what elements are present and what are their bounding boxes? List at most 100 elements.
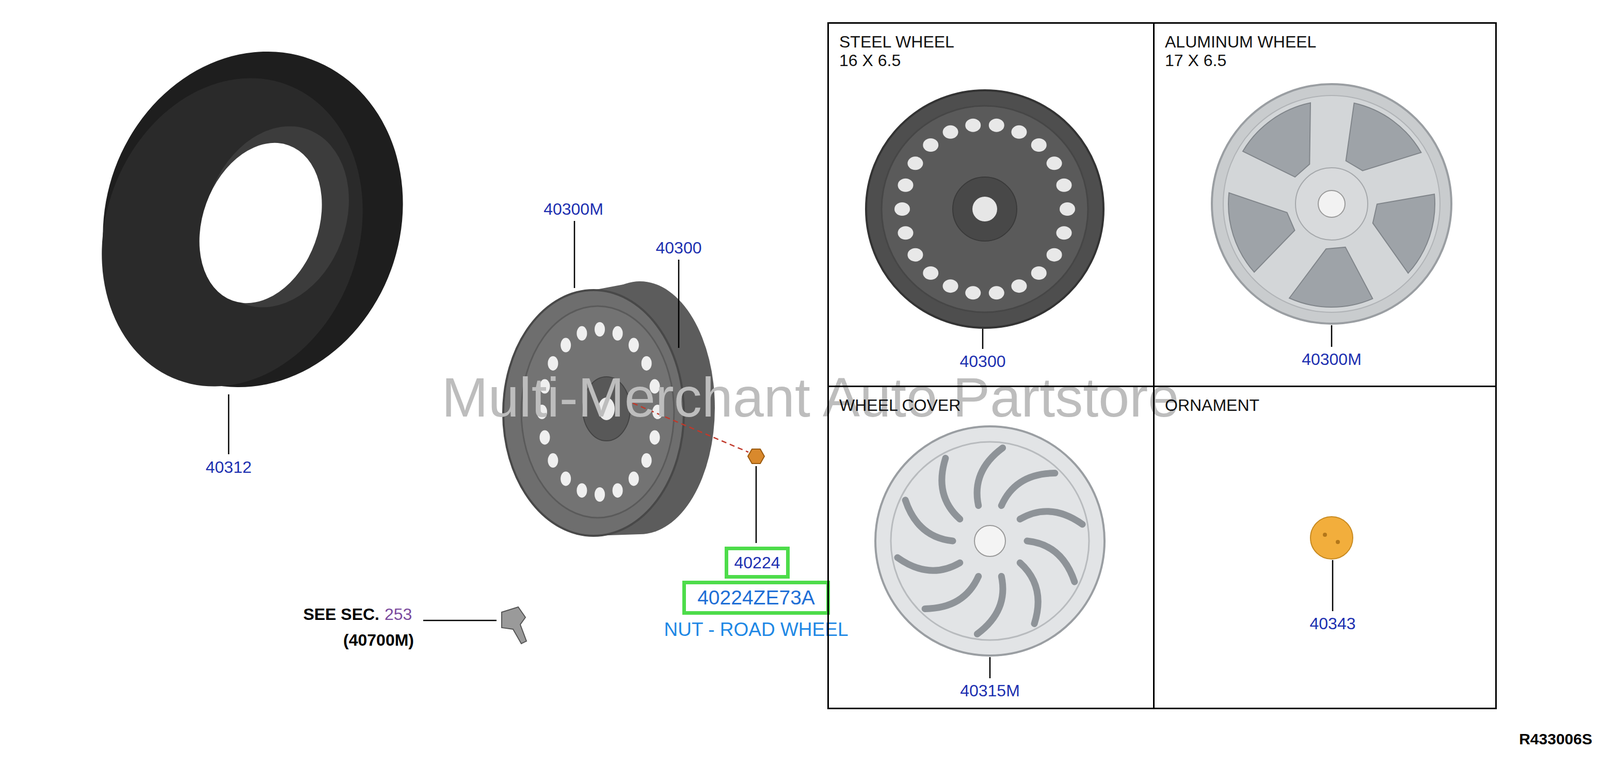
steel-hole: [922, 138, 939, 152]
alloy-window: [1372, 194, 1435, 274]
alloy-rim: [1211, 84, 1452, 324]
wheel-hole: [612, 326, 623, 341]
cover-slot: [977, 576, 1003, 634]
wheel-hole: [560, 471, 571, 486]
steel-hole: [942, 279, 959, 293]
sensor-drawing: [501, 606, 527, 644]
steel-wheel-drawing: [866, 90, 1104, 328]
nut-drawing: [747, 449, 765, 464]
wheel-hole: [594, 322, 605, 337]
steel-hole: [894, 202, 910, 216]
callout-number: 40300: [656, 238, 702, 258]
steel-hole: [1056, 178, 1072, 192]
wheel-hole: [649, 429, 661, 445]
callout-number: 40312: [205, 457, 252, 477]
leader-line: [678, 259, 680, 348]
steel-hole: [1031, 266, 1047, 280]
wheel-hole: [560, 338, 571, 353]
steel-hole: [897, 178, 914, 192]
steel-hole: [1031, 138, 1047, 152]
wheel-hole: [612, 483, 623, 498]
tire-hole: [178, 125, 344, 320]
steel-rim: [866, 90, 1104, 328]
section-note: SEE SEC.: [302, 604, 380, 624]
alloy-window: [1289, 247, 1373, 308]
leader-line: [755, 466, 758, 543]
steel-hole: [922, 266, 939, 280]
highlight-box: 40224ZE73A: [682, 580, 830, 616]
cover-slot: [924, 576, 979, 609]
steel-disc: [881, 105, 1088, 313]
cover-center: [974, 525, 1006, 557]
wheel-hole: [576, 326, 587, 341]
steel-hole: [988, 285, 1005, 300]
wheel-hole: [628, 338, 639, 353]
wheel-hole: [594, 487, 605, 502]
aluminum-wheel-drawing: [1211, 84, 1452, 324]
cover-ring: [890, 441, 1090, 640]
wheel-hole: [576, 483, 587, 498]
wheel-hole: [547, 453, 558, 468]
cover-slot: [1019, 511, 1083, 525]
leader-line: [989, 657, 991, 679]
callout-number: 40343: [1309, 614, 1356, 634]
figure-code: R433006S: [1518, 730, 1593, 749]
table-cell: ALUMINUM WHEEL 17 X 6.540300M: [1153, 22, 1497, 388]
steel-hole: [1011, 125, 1027, 139]
cover-slot: [941, 458, 960, 520]
leader-line: [228, 394, 230, 455]
steel-hub: [952, 177, 1017, 242]
wheel-hole: [628, 471, 639, 486]
steel-hole: [1059, 202, 1076, 216]
steel-holes: [894, 118, 1076, 300]
steel-hole: [1011, 279, 1027, 293]
steel-hole: [965, 285, 981, 300]
cover-slot: [897, 557, 960, 571]
cell-heading: ALUMINUM WHEEL 17 X 6.5: [1164, 33, 1325, 71]
leader-line: [573, 220, 576, 288]
tire-drawing: [56, 8, 450, 430]
alloy-window: [1242, 102, 1311, 178]
callout-number: (40700M): [343, 630, 414, 650]
steel-center-hole: [972, 196, 998, 222]
leader-line: [423, 619, 497, 622]
steel-hole: [1046, 248, 1063, 262]
callout-number: 40315M: [960, 681, 1020, 701]
leader-line: [1332, 560, 1334, 612]
cell-heading: ORNAMENT: [1164, 396, 1260, 415]
part-number: 40224ZE73A: [697, 586, 815, 610]
tire-sidewall: [59, 41, 405, 424]
cover-slot: [977, 448, 1003, 506]
ornament-hole: [1335, 539, 1340, 544]
alloy-window: [1346, 103, 1422, 171]
steel-hole: [907, 248, 923, 262]
table-cell: STEEL WHEEL 16 X 6.5 40300: [827, 22, 1155, 388]
cell-heading: STEEL WHEEL 16 X 6.5: [839, 33, 964, 71]
alloy-hub: [1295, 167, 1368, 240]
highlight-box: 40224: [724, 546, 791, 580]
alloy-center: [1318, 190, 1346, 218]
steel-hole: [965, 118, 981, 133]
alloy-face: [1223, 95, 1440, 313]
wheel-hole: [539, 429, 550, 445]
ornament-drawing: [1310, 516, 1353, 559]
steel-hole: [988, 118, 1005, 133]
table-cell: ORNAMENT 40343: [1153, 385, 1497, 710]
cover-slot: [1001, 473, 1055, 506]
table-cell: WHEEL COVER40315M: [827, 385, 1155, 710]
tire-tread: [56, 8, 450, 430]
callout-number: 40300: [960, 352, 1006, 372]
part-name: NUT - ROAD WHEEL: [663, 618, 848, 642]
steel-hole: [1046, 156, 1063, 170]
cover-slots: [897, 448, 1083, 635]
wheel-hole: [641, 453, 652, 468]
part-number: 40224: [734, 553, 781, 573]
steel-hole: [897, 226, 914, 240]
callout-number: 40300M: [543, 199, 604, 219]
leader-line: [982, 328, 984, 349]
steel-hole: [907, 156, 923, 170]
alloy-windows: [1228, 102, 1435, 308]
watermark: Multi-Merchant Auto Partstore: [441, 365, 1180, 430]
cover-slot: [1019, 562, 1038, 624]
